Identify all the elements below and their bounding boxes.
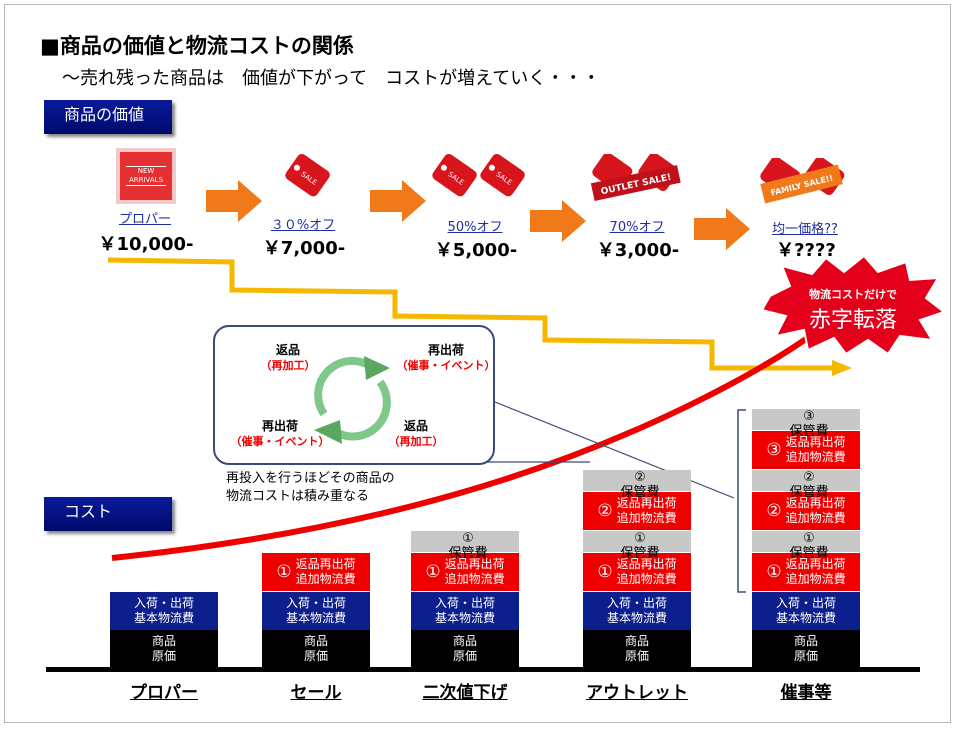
basic-logistics-block: 入荷・出荷基本物流費 [262, 592, 370, 630]
base-cost-block: 商品原価 [583, 630, 691, 668]
x-label: アウトレット [586, 683, 688, 703]
cycle-bubble [213, 325, 495, 465]
cycle-label-sub: （再加工） [260, 359, 316, 372]
cycle-label-sub: （再加工） [388, 435, 444, 448]
cycle-label-title: 再出荷 [261, 419, 298, 433]
burst-line-1: 物流コストだけで [809, 288, 897, 301]
x-label: プロパー [130, 683, 198, 703]
base-cost-block: 商品原価 [752, 630, 860, 668]
x-label: セール [290, 683, 342, 703]
price-stage-value: ￥10,000- [98, 234, 194, 255]
base-cost-block: 商品原価 [110, 630, 218, 668]
recycle-arrows-icon [314, 356, 391, 444]
cycle-bottom-right: 返品 （再加工） [376, 418, 456, 450]
x-axis-baseline [46, 667, 920, 672]
cycle-label-sub: （催事・イベント） [396, 359, 496, 372]
price-stage-value: ￥3,000- [596, 240, 680, 261]
arrow-right-icon [694, 208, 750, 250]
slide-frame [4, 4, 951, 723]
new-arrivals-tag-text: NEW ARRIVALS [126, 166, 166, 186]
price-stage-value: ￥5,000- [434, 240, 518, 261]
value-line-arrowhead [832, 360, 852, 376]
price-stage-value: ￥???? [776, 240, 836, 261]
cycle-bottom-left: 再出荷 （催事・イベント） [230, 418, 330, 450]
red-burst-icon [760, 256, 946, 356]
cycle-label-title: 返品 [275, 343, 300, 357]
new-arrivals-tag-icon: NEW ARRIVALS [116, 148, 176, 204]
cycle-label-title: 再出荷 [427, 343, 464, 357]
page-subtitle: ～売れ残った商品は 価値が下がって コストが増えていく・・・ [62, 68, 601, 89]
price-stage-label: プロパー [118, 212, 171, 227]
basic-logistics-block: 入荷・出荷基本物流費 [752, 592, 860, 630]
cost-stack-proper: 入荷・出荷基本物流費 商品原価 [110, 592, 218, 668]
storage-bracket [737, 409, 746, 593]
bubble-note: 再投入を行うほどその商品の 物流コストは積み重なる [226, 470, 395, 506]
cycle-top-right: 再出荷 （催事・イベント） [396, 342, 496, 374]
sale-tags-icon: SALE SALE [432, 153, 525, 197]
arrow-right-icon [530, 200, 586, 242]
page-title: ■商品の価値と物流コストの関係 [40, 34, 354, 58]
outlet-sale-tag-icon: OUTLET SALE! [590, 154, 681, 201]
value-decline-line [107, 257, 835, 371]
price-stage-label: 均一価格?? [772, 222, 838, 237]
bubble-note-line-2: 物流コストは積み重なる [226, 489, 370, 504]
cost-rise-curve [111, 317, 834, 561]
basic-logistics-block: 入荷・出荷基本物流費 [411, 592, 519, 630]
x-label: 二次値下げ [422, 683, 508, 703]
cycle-label-sub: （催事・イベント） [230, 435, 330, 448]
price-stage-value: ￥7,000- [262, 238, 346, 259]
bubble-note-line-1: 再投入を行うほどその商品の [226, 471, 395, 486]
basic-logistics-block: 入荷・出荷基本物流費 [110, 592, 218, 630]
sale-tag-icon: SALE [285, 153, 330, 197]
base-cost-block: 商品原価 [262, 630, 370, 668]
section-label-cost: コスト [44, 497, 172, 531]
bubble-callout-line-1 [489, 399, 735, 499]
base-cost-block: 商品原価 [411, 630, 519, 668]
cycle-top-left: 返品 （再加工） [248, 342, 328, 374]
price-stage-label: 70%オフ [609, 220, 665, 235]
cycle-label-title: 返品 [403, 419, 428, 433]
family-sale-tag-icon: FAMILY SALE!! [760, 158, 845, 204]
arrow-right-icon [370, 180, 426, 222]
price-stage-label: 50%オフ [447, 220, 503, 235]
section-label-value: 商品の価値 [44, 100, 172, 134]
x-label: 催事等 [780, 683, 832, 703]
arrow-right-icon [206, 180, 262, 222]
burst-line-2: 赤字転落 [808, 308, 897, 333]
basic-logistics-block: 入荷・出荷基本物流費 [583, 592, 691, 630]
price-stage-label: ３０%オフ [270, 218, 336, 233]
